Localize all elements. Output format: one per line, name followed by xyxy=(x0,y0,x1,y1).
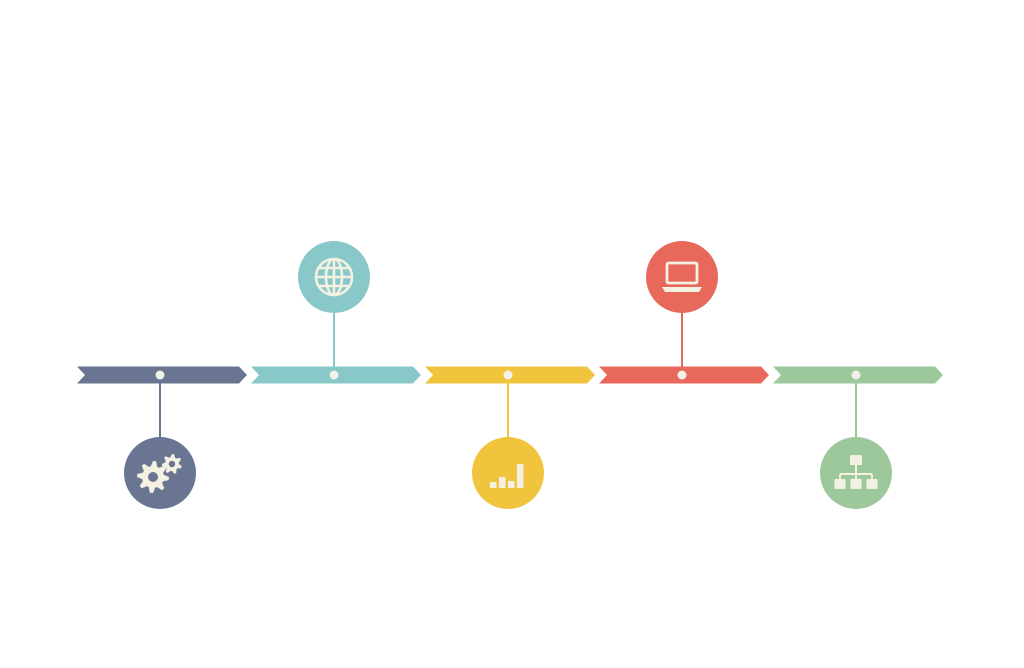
globe-icon xyxy=(314,257,354,297)
timeline-dot-hierarchy xyxy=(851,370,861,380)
timeline-step-settings xyxy=(77,366,247,509)
icon-circle-computer xyxy=(646,241,718,313)
timeline-step-global xyxy=(251,241,421,384)
timeline-step-computer xyxy=(599,241,769,384)
gears-icon xyxy=(137,454,182,493)
timeline-dot-analytics xyxy=(503,370,513,380)
org-chart-icon xyxy=(834,455,878,489)
timeline-dot-settings xyxy=(155,370,165,380)
timeline-dot-global xyxy=(329,370,339,380)
laptop-icon xyxy=(662,261,702,292)
bar-chart-icon xyxy=(490,464,524,488)
timeline-dot-computer xyxy=(677,370,687,380)
timeline-step-hierarchy xyxy=(773,366,943,509)
timeline-step-analytics xyxy=(425,366,595,509)
icon-circle-analytics xyxy=(472,437,544,509)
